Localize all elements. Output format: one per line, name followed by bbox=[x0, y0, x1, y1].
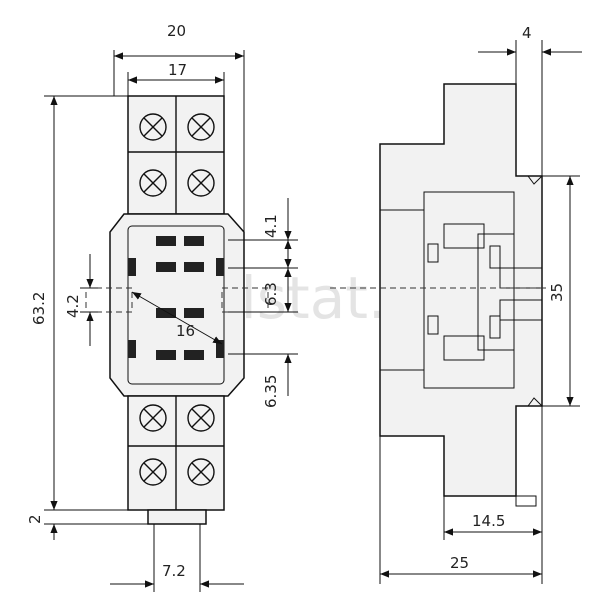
dim-rail-height: 35 bbox=[548, 283, 566, 302]
dim-slot-width: 4.2 bbox=[64, 294, 82, 318]
terminal-screws-upper bbox=[139, 113, 215, 197]
dim-pin-offset-top: 4.1 bbox=[262, 214, 280, 238]
dim-width-overall: 20 bbox=[167, 22, 186, 40]
dim-pin-offset-bottom: 6.35 bbox=[262, 375, 280, 408]
dim-bottom-width: 7.2 bbox=[162, 562, 186, 580]
dim-depth-overall: 25 bbox=[450, 554, 469, 572]
dim-top-offset: 4 bbox=[522, 24, 532, 42]
dim-rail-depth: 14.5 bbox=[472, 512, 505, 530]
dim-center-spacing: 16 bbox=[176, 322, 195, 340]
dim-bottom-gap: 2 bbox=[26, 514, 44, 524]
dim-width-terminals: 17 bbox=[168, 61, 187, 79]
dim-pin-spacing: 6.3 bbox=[262, 282, 280, 306]
terminal-screws-lower bbox=[139, 404, 215, 486]
front-view: 20 17 63.2 4.2 4.1 6.3 6.35 16 bbox=[26, 22, 298, 592]
side-view: 4 35 14.5 25 bbox=[330, 24, 582, 584]
dim-height-overall: 63.2 bbox=[30, 292, 48, 325]
